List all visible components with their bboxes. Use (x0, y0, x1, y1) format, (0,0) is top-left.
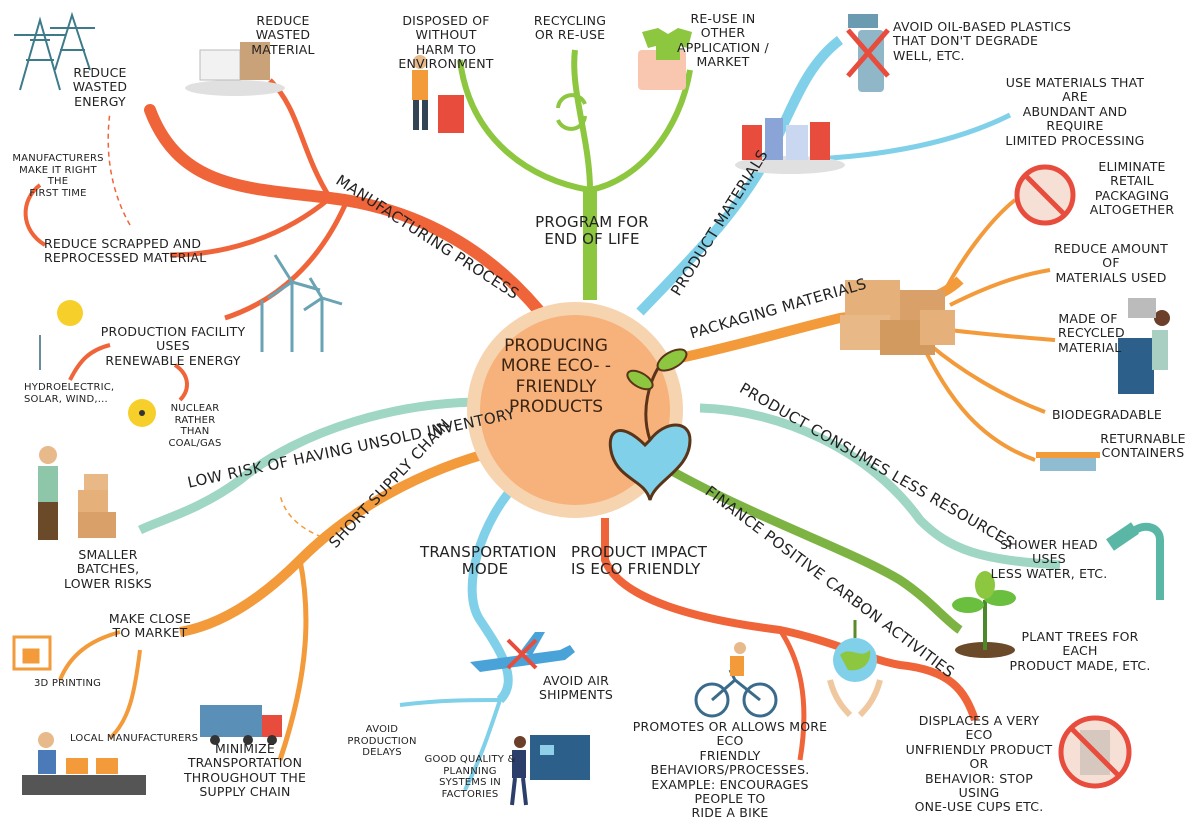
branch-label-transport: Transportation mode (420, 543, 557, 579)
branch-consumes-less (699, 403, 1061, 570)
returnable-container-icon (1036, 452, 1100, 471)
leaf-reuse: Re-use in other application / market (677, 11, 769, 70)
solar-sun-icon (39, 300, 83, 370)
leaf-plant-trees: Plant trees for each product made, etc. (1009, 629, 1151, 673)
branch-impact-sub (777, 628, 807, 761)
branch-eol-mid (571, 49, 593, 191)
cyclist-icon (694, 642, 778, 718)
leaf-recycled-material: Made of recycled material (1058, 311, 1125, 355)
branch-pk-4 (928, 343, 1046, 414)
branch-sc-2 (58, 630, 121, 681)
leaf-3d-printing: 3D printing (34, 678, 102, 689)
globe-hands-icon (827, 620, 883, 718)
power-tower-icon (14, 11, 95, 91)
tshirt-recycle-icon (638, 28, 692, 90)
leaf-eliminate-retail: Eliminate retail packaging altogether (1089, 159, 1175, 218)
leaf-avoid-air: Avoid air shipments (539, 673, 613, 703)
leaf-nuclear: Nuclear rather than coal/gas (168, 403, 222, 449)
branch-nuclear-curl (173, 363, 189, 402)
leaf-smaller-batches: Smaller batches, lower risks (64, 547, 152, 591)
wind-turbine-icon (260, 254, 343, 352)
leaf-hydro: Hydroelectric, solar, wind,... (24, 382, 115, 405)
planning-board-icon (510, 735, 590, 806)
branch-manufacturing-sub1 (268, 78, 333, 200)
branch-tr-2 (463, 699, 502, 791)
leaf-shower: Shower head uses less water, etc. (990, 537, 1108, 581)
assembly-line-icon (22, 732, 146, 795)
no-cup-icon (1058, 715, 1132, 789)
branch-supply-chain (179, 445, 502, 637)
dashed-arrow-energy (107, 111, 131, 226)
shower-head-icon (1106, 522, 1164, 600)
plastic-products-icon (735, 118, 845, 174)
branch-manufacturing-sub2 (169, 196, 332, 258)
branch-eol-left (457, 59, 591, 193)
branch-manufacturing-sub3 (224, 203, 348, 321)
leaf-reduce-wasted-material: Reduce wasted material (251, 13, 315, 57)
leaf-promotes: Promotes or allows more eco friendly beh… (632, 719, 828, 819)
3d-printer-icon (12, 635, 52, 671)
branch-manufacturing (144, 104, 554, 328)
person-recycling-icon (412, 55, 464, 133)
branch-eol-right (589, 69, 693, 193)
leaf-renewable: Production facility uses renewable energ… (100, 324, 246, 368)
leaf-minimize: Minimize transportation throughout the s… (183, 741, 307, 800)
leaf-make-close: Make close to market (108, 611, 192, 641)
recycle-bin-woman-icon (1118, 298, 1170, 394)
branch-label-end-of-life: Program for end of life (535, 213, 649, 249)
branch-label-impact: Product impact is eco friendly (571, 543, 708, 579)
branch-pk-2 (949, 268, 1051, 307)
no-packaging-icon (1014, 164, 1076, 226)
boxes-icon (840, 280, 955, 355)
leaf-avoid-delays: Avoid production delays (347, 724, 417, 758)
plane-icon (470, 632, 575, 672)
branch-pk-5 (923, 349, 1036, 462)
spray-bottle-icon (846, 14, 890, 92)
branch-sc-1 (277, 559, 309, 761)
branch-transport (467, 476, 524, 704)
tableware-icon (185, 42, 285, 96)
branch-reduce-scrapped (23, 183, 47, 247)
leaf-good-quality: Good quality & planning systems in facto… (424, 754, 516, 800)
eco-heart-icon (608, 348, 692, 501)
leaf-reduce-amount: Reduce amount of materials used (1054, 241, 1168, 285)
branch-unsold (137, 397, 496, 535)
leaf-abundant: Use materials that are abundant and requ… (1005, 75, 1145, 148)
branch-impact (601, 518, 979, 722)
truck-icon (200, 705, 282, 745)
branch-carbon (667, 466, 963, 634)
branch-pk-1 (938, 198, 1017, 301)
branch-tr-1 (399, 698, 501, 707)
leaf-avoid-oil: Avoid oil-based plastics that don't degr… (893, 19, 1072, 63)
nuclear-icon (128, 399, 156, 427)
recycle-arrows-icon (556, 93, 587, 131)
leaf-make-it-right: Manufacturers make it right the first ti… (12, 153, 104, 199)
plant-icon (952, 571, 1016, 658)
center-title: Producing more eco- -friendly products (500, 336, 612, 418)
leaf-returnable: Returnable containers (1100, 431, 1186, 461)
leaf-disposed: Disposed of without harm to environment (398, 13, 494, 72)
branch-pk-3 (949, 328, 1056, 342)
leaf-reduce-scrapped: Reduce scrapped and reprocessed material (44, 236, 207, 266)
leaf-recycling: Recycling or re-use (533, 13, 607, 43)
leaf-displaces: Displaces a very eco unfriendly product … (905, 713, 1053, 815)
worker-boxes-icon (38, 446, 116, 540)
leaf-reduce-wasted-energy: Reduce wasted energy (72, 65, 128, 109)
leaf-local-manufacturers: Local manufacturers (70, 733, 199, 744)
branch-renewable-curl (68, 343, 111, 381)
dashed-arrow-supply (279, 494, 331, 541)
leaf-biodegradable: Biodegradable (1052, 407, 1163, 422)
branch-sc-3 (108, 649, 142, 740)
